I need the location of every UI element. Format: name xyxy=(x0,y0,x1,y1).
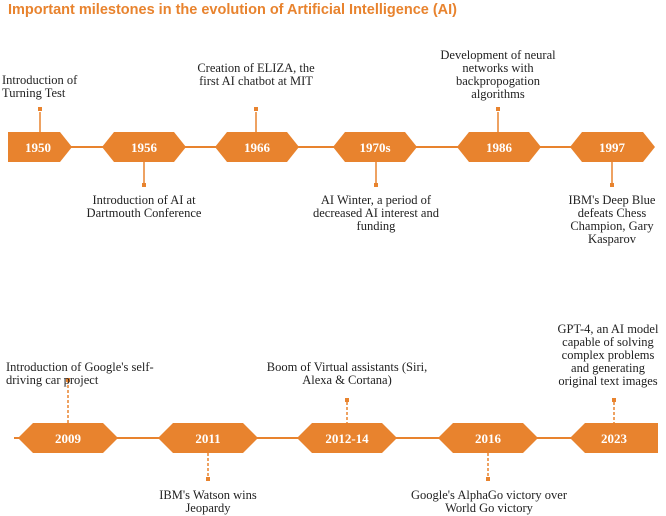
event-label-2011: IBM's Watson wins Jeopardy xyxy=(159,488,257,515)
timeline-1-connectors xyxy=(39,112,613,183)
year-label-2009: 2009 xyxy=(55,431,82,446)
year-label-2011: 2011 xyxy=(195,431,220,446)
year-shape-1997 xyxy=(570,132,655,162)
year-label-1950: 1950 xyxy=(25,140,51,155)
year-shape-1966 xyxy=(215,132,299,162)
year-shape-1986 xyxy=(457,132,541,162)
year-label-2012-14: 2012-14 xyxy=(325,431,369,446)
event-label-1966: Creation of ELIZA, the first AI chatbot … xyxy=(197,61,315,88)
page-title: Important milestones in the evolution of… xyxy=(8,2,458,18)
marker-2012-14 xyxy=(345,398,349,402)
timeline-1-markers xyxy=(38,107,614,187)
year-label-2023: 2023 xyxy=(601,431,628,446)
year-shape-2009 xyxy=(18,423,118,453)
year-shape-2023 xyxy=(570,423,658,453)
event-label-1986: Development of neural networks with back… xyxy=(440,48,556,101)
event-label-2012-14: Boom of Virtual assistants (Siri, Alexa … xyxy=(266,360,428,387)
marker-1986 xyxy=(496,107,500,111)
event-label-1970s: AI Winter, a period of decreased AI inte… xyxy=(313,193,439,233)
year-shape-1956 xyxy=(102,132,186,162)
marker-1997 xyxy=(610,183,614,187)
year-label-1956: 1956 xyxy=(131,140,158,155)
year-label-2016: 2016 xyxy=(475,431,502,446)
timeline-2-connectors xyxy=(67,380,615,478)
event-label-2023: GPT-4, an AI model capable of solving co… xyxy=(557,322,659,388)
year-label-1986: 1986 xyxy=(486,140,513,155)
marker-2011 xyxy=(206,477,210,481)
year-label-1966: 1966 xyxy=(244,140,271,155)
marker-2023 xyxy=(612,398,616,402)
year-label-1970s: 1970s xyxy=(359,140,390,155)
event-label-1956: Introduction of AI at Dartmouth Conferen… xyxy=(86,193,202,220)
event-label-2009: Introduction of Google's self-driving ca… xyxy=(6,360,154,387)
marker-1970s xyxy=(374,183,378,187)
event-label-1997: IBM's Deep Blue defeats Chess Champion, … xyxy=(568,193,656,246)
marker-2016 xyxy=(486,477,490,481)
timeline-2-markers xyxy=(66,378,616,481)
event-label-2016: Google's AlphaGo victory over World Go v… xyxy=(410,488,568,515)
year-shape-2016 xyxy=(438,423,538,453)
marker-1956 xyxy=(142,183,146,187)
marker-1950 xyxy=(38,107,42,111)
marker-2009 xyxy=(66,378,70,382)
year-shape-2011 xyxy=(158,423,258,453)
year-shape-2012-14 xyxy=(297,423,397,453)
event-label-1950: Introduction of Turning Test xyxy=(2,73,78,100)
marker-1966 xyxy=(254,107,258,111)
year-label-1997: 1997 xyxy=(599,140,626,155)
year-shape-1970s xyxy=(333,132,417,162)
year-shape-1950 xyxy=(8,132,72,162)
